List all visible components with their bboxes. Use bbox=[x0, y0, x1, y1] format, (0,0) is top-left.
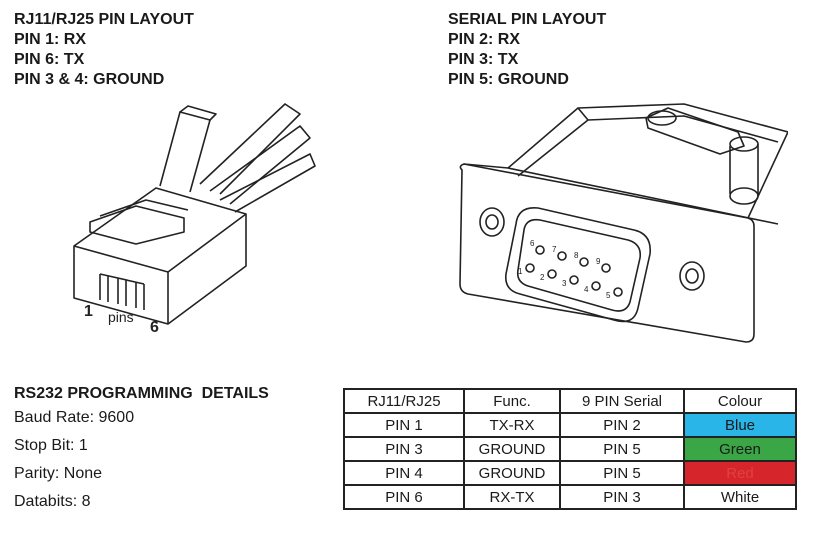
db9-pin-9-label: 9 bbox=[596, 257, 601, 266]
table-row: PIN 3 GROUND PIN 5 Green bbox=[343, 436, 797, 462]
cell-func: RX-TX bbox=[463, 484, 561, 510]
baud-rate: Baud Rate: 9600 bbox=[14, 409, 135, 426]
rj-line-1: PIN 1: RX bbox=[14, 31, 87, 48]
cell-rj: PIN 6 bbox=[343, 484, 465, 510]
header-func: Func. bbox=[463, 388, 561, 414]
pin-mapping-table: RJ11/RJ25 Func. 9 PIN Serial Colour PIN … bbox=[343, 388, 797, 510]
db9-pin-3-label: 3 bbox=[562, 279, 567, 288]
serial-line-1: PIN 2: RX bbox=[448, 31, 521, 48]
rj-pins-label: pins bbox=[108, 309, 134, 325]
rj-pin-1-label: 1 bbox=[84, 303, 93, 320]
db9-pin-1-label: 1 bbox=[518, 267, 523, 276]
header-colour: Colour bbox=[683, 388, 797, 414]
cell-serial: PIN 3 bbox=[559, 484, 685, 510]
cell-colour: Red bbox=[683, 460, 797, 486]
rj-section: RJ11/RJ25 PIN LAYOUT PIN 1: RX PIN 6: TX… bbox=[14, 10, 194, 90]
rj-title: RJ11/RJ25 PIN LAYOUT bbox=[14, 11, 194, 28]
cell-colour: Green bbox=[683, 436, 797, 462]
rj-line-2: PIN 6: TX bbox=[14, 51, 85, 68]
rj11-plug-diagram: 1 pins 6 bbox=[73, 103, 316, 336]
cell-func: GROUND bbox=[463, 460, 561, 486]
header-serial: 9 PIN Serial bbox=[559, 388, 685, 414]
rs232-title: RS232 PROGRAMMING DETAILS bbox=[14, 385, 269, 402]
db9-pin-5-label: 5 bbox=[606, 291, 611, 300]
stop-bit: Stop Bit: 1 bbox=[14, 437, 88, 454]
parity: Parity: None bbox=[14, 465, 103, 482]
table-row: PIN 1 TX-RX PIN 2 Blue bbox=[343, 412, 797, 438]
serial-title: SERIAL PIN LAYOUT bbox=[448, 11, 607, 28]
db9-pin-4-label: 4 bbox=[584, 285, 589, 294]
serial-section: SERIAL PIN LAYOUT PIN 2: RX PIN 3: TX PI… bbox=[448, 10, 606, 90]
databits: Databits: 8 bbox=[14, 493, 91, 510]
cell-colour: Blue bbox=[683, 412, 797, 438]
table-header-row: RJ11/RJ25 Func. 9 PIN Serial Colour bbox=[343, 388, 797, 414]
table-row: PIN 6 RX-TX PIN 3 White bbox=[343, 484, 797, 510]
rj-line-3: PIN 3 & 4: GROUND bbox=[14, 71, 165, 88]
db9-pin-6-label: 6 bbox=[530, 239, 535, 248]
db9-connector-diagram: 6 7 8 9 1 2 3 4 5 bbox=[459, 103, 788, 343]
rs232-section: RS232 PROGRAMMING DETAILS Baud Rate: 960… bbox=[14, 384, 269, 516]
db9-pin-7-label: 7 bbox=[552, 245, 557, 254]
db9-pin-8-label: 8 bbox=[574, 251, 579, 260]
header-rj: RJ11/RJ25 bbox=[343, 388, 465, 414]
cell-rj: PIN 3 bbox=[343, 436, 465, 462]
serial-line-3: PIN 5: GROUND bbox=[448, 71, 569, 88]
serial-line-2: PIN 3: TX bbox=[448, 51, 519, 68]
cell-serial: PIN 2 bbox=[559, 412, 685, 438]
cell-rj: PIN 1 bbox=[343, 412, 465, 438]
cell-func: TX-RX bbox=[463, 412, 561, 438]
cell-colour: White bbox=[683, 484, 797, 510]
cell-func: GROUND bbox=[463, 436, 561, 462]
rj-pin-6-label: 6 bbox=[150, 319, 159, 336]
cell-rj: PIN 4 bbox=[343, 460, 465, 486]
cell-serial: PIN 5 bbox=[559, 460, 685, 486]
cell-serial: PIN 5 bbox=[559, 436, 685, 462]
table-row: PIN 4 GROUND PIN 5 Red bbox=[343, 460, 797, 486]
db9-pin-2-label: 2 bbox=[540, 273, 545, 282]
